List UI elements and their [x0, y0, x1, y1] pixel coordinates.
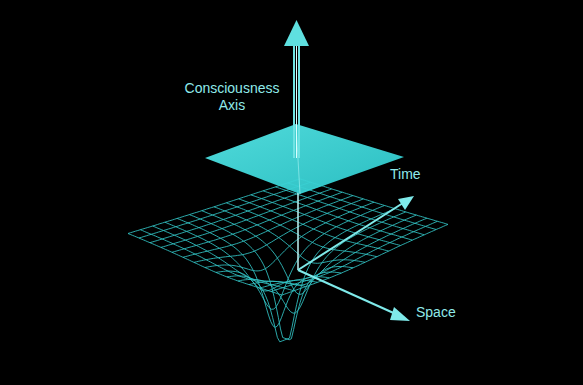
axis-shaft [298, 44, 300, 158]
axis-label: Space [416, 304, 456, 321]
axis-stem [297, 190, 299, 270]
space-arrow [298, 270, 398, 315]
warped-grid [128, 179, 448, 342]
consciousness-plane [205, 124, 404, 194]
grid-line [239, 199, 389, 251]
grid-line [150, 186, 321, 243]
time-arrowhead [398, 196, 414, 210]
grid-line [260, 218, 427, 288]
axis-label: Time [390, 166, 421, 183]
grid-line [271, 221, 437, 291]
axis-arrowhead [284, 20, 309, 46]
axis-shaft [293, 44, 295, 158]
space-arrowhead [390, 307, 410, 321]
grid-line [282, 224, 448, 295]
grid-line [238, 212, 406, 313]
time-arrow [298, 203, 403, 270]
grid-line [226, 203, 377, 257]
axis-shaft [296, 44, 297, 158]
grid-line [251, 195, 401, 246]
axis-label: Consciousness Axis [172, 80, 292, 114]
